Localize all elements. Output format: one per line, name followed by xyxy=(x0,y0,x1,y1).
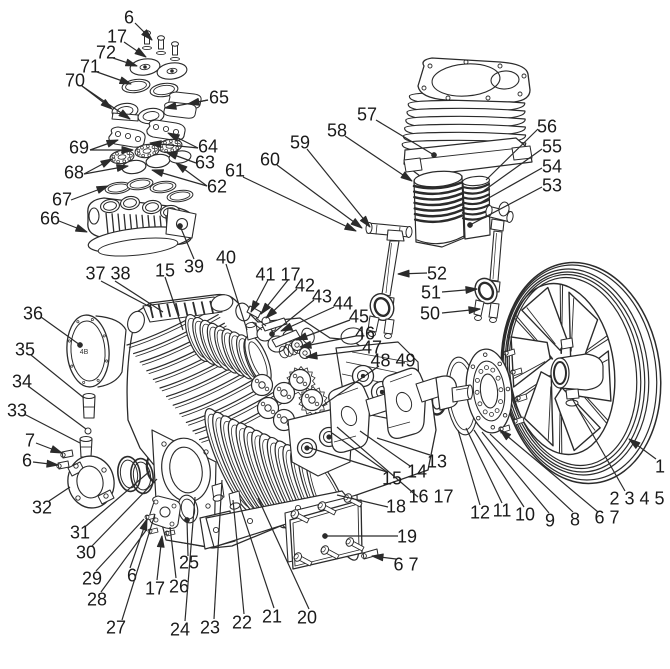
svg-text:72: 72 xyxy=(96,43,116,63)
svg-text:54: 54 xyxy=(542,157,562,177)
svg-text:30: 30 xyxy=(76,543,96,563)
svg-text:48 49: 48 49 xyxy=(370,351,415,371)
svg-text:6: 6 xyxy=(127,566,137,586)
svg-text:23: 23 xyxy=(200,618,220,638)
svg-text:7: 7 xyxy=(25,431,35,451)
svg-text:44: 44 xyxy=(333,294,353,314)
svg-text:63: 63 xyxy=(195,153,215,173)
svg-text:32: 32 xyxy=(32,498,52,518)
svg-text:8: 8 xyxy=(570,510,580,530)
svg-text:11: 11 xyxy=(493,501,512,521)
svg-text:17: 17 xyxy=(107,27,127,47)
svg-text:29: 29 xyxy=(82,569,102,589)
svg-text:4B: 4B xyxy=(80,349,89,356)
svg-text:59: 59 xyxy=(290,133,310,153)
svg-text:12: 12 xyxy=(470,503,490,523)
svg-text:6 7: 6 7 xyxy=(594,508,619,528)
svg-text:57: 57 xyxy=(357,105,377,125)
svg-text:9: 9 xyxy=(545,511,555,531)
svg-text:37 38: 37 38 xyxy=(85,264,130,284)
svg-text:35: 35 xyxy=(15,340,35,360)
svg-text:52: 52 xyxy=(427,264,447,284)
svg-text:21: 21 xyxy=(262,607,282,627)
svg-text:34: 34 xyxy=(12,372,32,392)
svg-text:10: 10 xyxy=(515,505,535,525)
svg-text:18: 18 xyxy=(386,497,406,517)
svg-text:20: 20 xyxy=(297,608,317,628)
svg-text:16 17: 16 17 xyxy=(408,487,453,507)
svg-text:62: 62 xyxy=(207,177,227,197)
svg-text:28: 28 xyxy=(87,590,107,610)
svg-text:47: 47 xyxy=(362,338,382,358)
svg-text:58: 58 xyxy=(327,121,347,141)
svg-text:65: 65 xyxy=(209,88,229,108)
svg-text:50: 50 xyxy=(420,304,440,324)
svg-text:60: 60 xyxy=(260,150,280,170)
svg-text:19: 19 xyxy=(397,527,417,547)
svg-text:36: 36 xyxy=(23,304,43,324)
svg-text:6: 6 xyxy=(124,8,134,28)
svg-text:15: 15 xyxy=(155,261,175,281)
svg-text:64: 64 xyxy=(198,137,218,157)
svg-text:33: 33 xyxy=(7,401,27,421)
svg-text:13: 13 xyxy=(427,452,447,472)
svg-text:42: 42 xyxy=(295,276,315,296)
svg-text:26: 26 xyxy=(169,577,189,597)
svg-text:69: 69 xyxy=(69,138,89,158)
svg-text:6: 6 xyxy=(22,451,32,471)
svg-text:53: 53 xyxy=(542,176,562,196)
svg-text:56: 56 xyxy=(537,117,557,137)
svg-text:70: 70 xyxy=(65,71,85,91)
svg-text:6 7: 6 7 xyxy=(393,555,418,575)
svg-text:66: 66 xyxy=(40,209,60,229)
svg-text:39: 39 xyxy=(184,257,204,277)
svg-text:40: 40 xyxy=(216,248,236,268)
svg-text:31: 31 xyxy=(70,523,90,543)
svg-text:14: 14 xyxy=(407,462,427,482)
svg-text:27: 27 xyxy=(106,618,126,638)
svg-text:17: 17 xyxy=(145,579,165,599)
svg-text:51: 51 xyxy=(421,283,441,303)
svg-text:45: 45 xyxy=(349,307,369,327)
svg-text:41 17: 41 17 xyxy=(255,265,300,285)
svg-text:25: 25 xyxy=(179,553,199,573)
svg-text:24: 24 xyxy=(170,620,190,640)
svg-text:2 3 4 5: 2 3 4 5 xyxy=(609,489,664,509)
svg-text:67: 67 xyxy=(52,190,72,210)
svg-text:1: 1 xyxy=(655,457,665,477)
svg-text:43: 43 xyxy=(312,287,332,307)
svg-text:22: 22 xyxy=(232,613,252,633)
svg-text:68: 68 xyxy=(64,163,84,183)
svg-text:61: 61 xyxy=(225,161,245,181)
svg-text:15: 15 xyxy=(382,469,402,489)
svg-text:71: 71 xyxy=(80,57,100,77)
svg-text:46: 46 xyxy=(355,324,375,344)
svg-text:55: 55 xyxy=(542,137,562,157)
